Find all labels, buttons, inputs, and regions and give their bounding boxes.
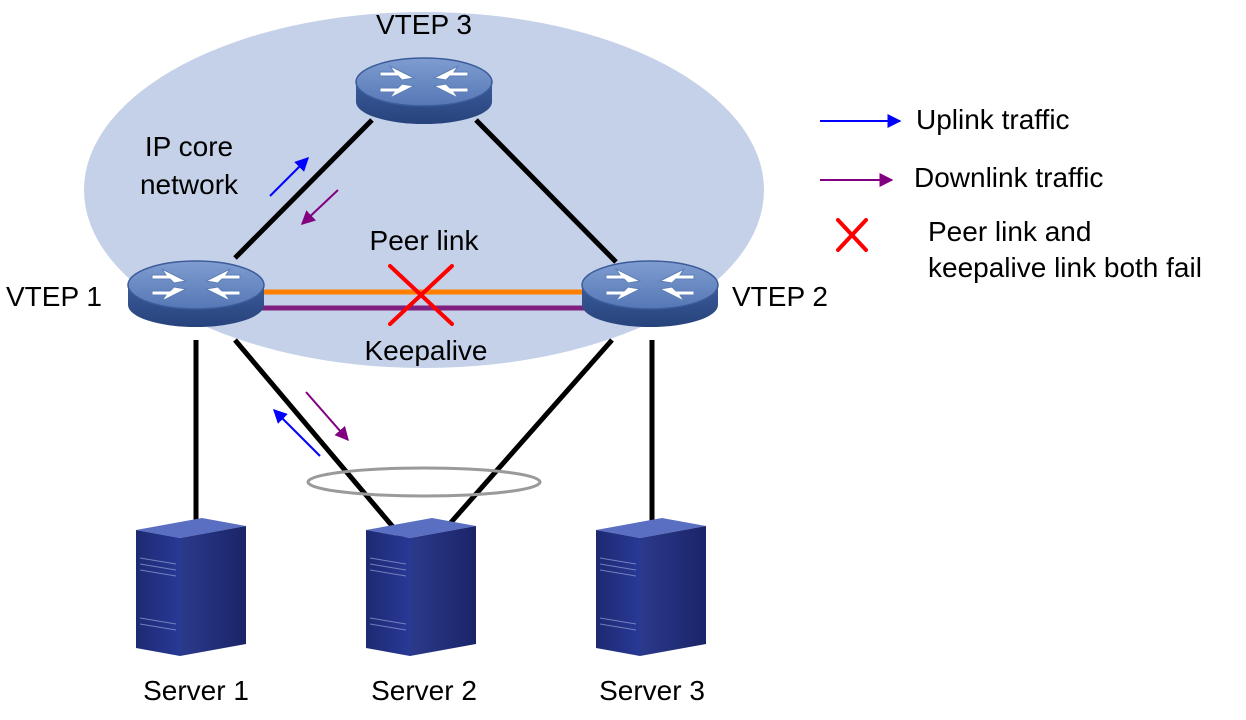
server1-label: Server 1: [143, 675, 249, 706]
vtep3-device-icon: [355, 57, 493, 125]
legend-downlink-label: Downlink traffic: [914, 162, 1104, 193]
uplink-arrow-bottom: [273, 409, 321, 457]
links: [193, 118, 655, 542]
aggregation-ring: [306, 466, 542, 498]
vtep2-device-icon: [581, 260, 719, 328]
link-vtep1-vtep3: [233, 118, 374, 260]
server1-icon: [135, 517, 247, 657]
link-vtep2-server2: [444, 338, 614, 530]
legend-failure-label-line1: Peer link and: [928, 216, 1092, 247]
legend-failure-x-icon: [836, 218, 868, 252]
downlink-arrow-bottom: [305, 391, 349, 442]
uplink-arrow-top: [269, 157, 309, 197]
cloud-label-line2: network: [139, 169, 239, 200]
server2-icon: [365, 517, 477, 657]
server3-icon: [595, 517, 707, 657]
server2-label: Server 2: [371, 675, 477, 706]
keepalive-label: Keepalive: [364, 335, 488, 366]
server3-label: Server 3: [599, 675, 705, 706]
vtep2-label: VTEP 2: [732, 281, 828, 312]
downlink-arrow-top: [300, 189, 339, 225]
vtep1-label: VTEP 1: [6, 281, 102, 312]
legend-uplink-label: Uplink traffic: [916, 104, 1070, 135]
vtep1-device-icon: [127, 260, 265, 328]
vtep3-label: VTEP 3: [376, 9, 472, 40]
failure-x-icon: [388, 264, 454, 326]
link-vtep3-vtep2: [474, 118, 618, 264]
peer-link-label: Peer link: [369, 225, 479, 256]
legend-failure-label-line2: keepalive link both fail: [928, 252, 1202, 283]
link-vtep1-server2: [233, 338, 406, 542]
cloud-label-line1: IP core: [144, 131, 234, 162]
